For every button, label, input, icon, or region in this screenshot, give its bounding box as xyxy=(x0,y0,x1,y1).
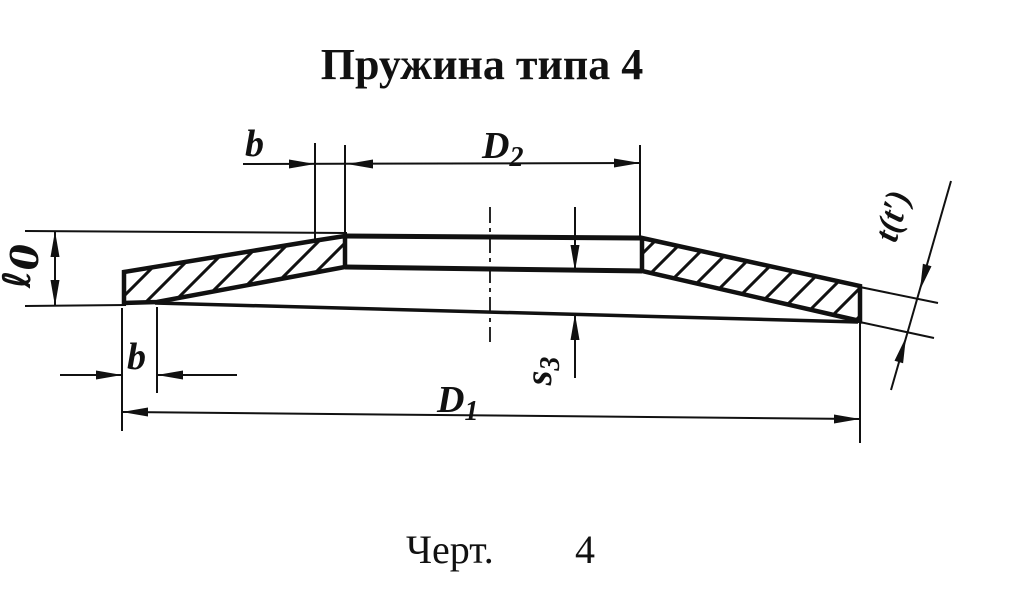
arrowhead xyxy=(122,407,148,417)
arrowhead xyxy=(289,159,315,169)
dim-s3: s3 xyxy=(518,207,580,386)
arrowhead xyxy=(570,245,580,271)
arrowhead xyxy=(834,414,860,424)
arrowhead xyxy=(96,370,122,380)
dim-b-top-and-d2: b D2 xyxy=(242,123,641,240)
dim-label-d1: D1 xyxy=(436,379,478,427)
dim-label-b-top: b xyxy=(245,123,264,165)
inner-edge-top-line xyxy=(344,233,643,241)
dim-label-s3: s3 xyxy=(518,357,566,387)
dim-b-bottom: b xyxy=(60,307,237,393)
arrowhead xyxy=(614,158,640,168)
cross-section-left xyxy=(121,233,348,306)
arrowhead xyxy=(50,231,60,257)
extension-line xyxy=(854,320,935,339)
cross-section-right xyxy=(639,235,863,324)
extension-line xyxy=(24,230,348,234)
dimension-line xyxy=(121,411,861,420)
spring-body xyxy=(121,207,863,342)
dim-label-t: t(t′) xyxy=(868,186,918,245)
inner-edge-bottom-line xyxy=(344,264,643,274)
bottom-outline xyxy=(154,301,859,324)
figure-caption: Черт.4 xyxy=(406,527,595,572)
extension-line xyxy=(854,285,939,304)
arrowhead xyxy=(50,280,60,306)
dim-label-l0: ℓ0 xyxy=(0,243,47,289)
dim-label-d2: D2 xyxy=(481,125,523,173)
dim-d1: D1 xyxy=(121,308,861,443)
arrowhead xyxy=(920,263,932,290)
drawing-title: Пружина типа 4 xyxy=(321,40,643,89)
extension-line xyxy=(24,304,127,307)
arrowhead xyxy=(347,159,373,169)
arrowhead xyxy=(570,314,580,340)
dim-t: t(t′) xyxy=(854,180,952,391)
dim-label-b-bottom: b xyxy=(127,336,146,378)
dim-l0: ℓ0 xyxy=(0,230,348,307)
arrowhead xyxy=(157,370,183,380)
arrowhead xyxy=(894,337,906,364)
